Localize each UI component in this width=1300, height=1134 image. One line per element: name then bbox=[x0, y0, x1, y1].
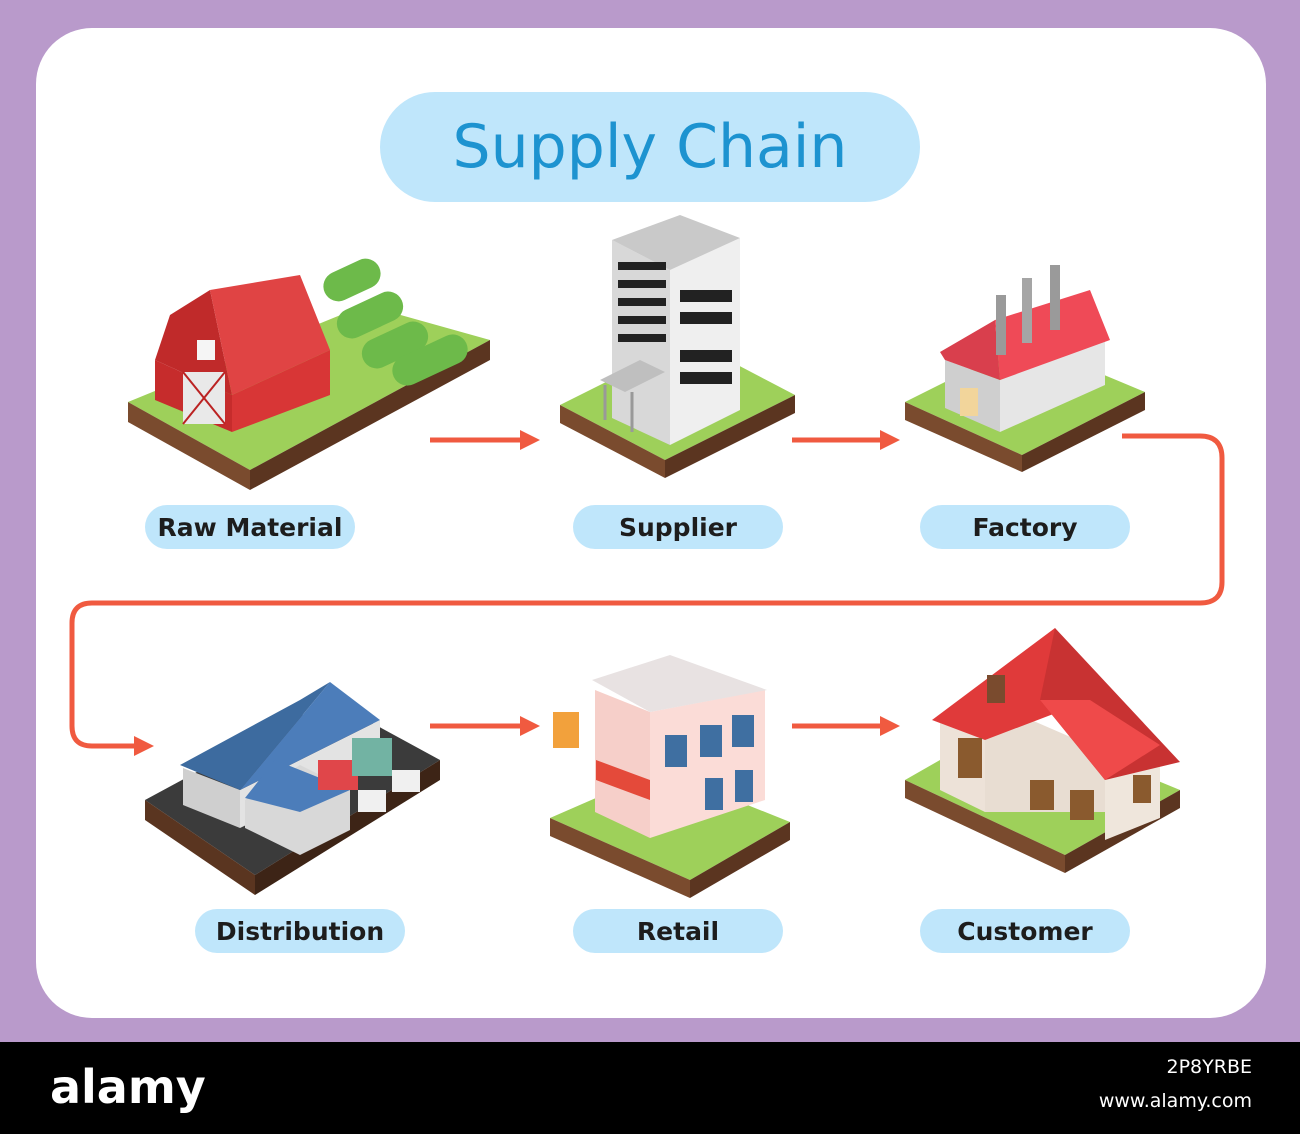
arrow-head-4 bbox=[520, 716, 540, 736]
stock-footer-bar: alamy 2P8YRBE www.alamy.com bbox=[0, 1042, 1300, 1134]
node-label-retail: Retail bbox=[573, 909, 783, 953]
arrow-head-5 bbox=[880, 716, 900, 736]
node-label-factory: Factory bbox=[920, 505, 1130, 549]
house-icon bbox=[905, 628, 1180, 873]
diagram-title: Supply Chain bbox=[380, 92, 920, 202]
warehouse-trucks-icon bbox=[145, 682, 440, 895]
factory-icon bbox=[905, 265, 1145, 472]
flow-arrows bbox=[69, 430, 1225, 756]
office-tower-icon bbox=[560, 215, 795, 478]
node-label-distribution: Distribution bbox=[195, 909, 405, 953]
node-label-raw-material: Raw Material bbox=[145, 505, 355, 549]
node-label-customer: Customer bbox=[920, 909, 1130, 953]
image-id: 2P8YRBE bbox=[1166, 1056, 1252, 1078]
arrow-head-2 bbox=[880, 430, 900, 450]
arrow-factory-to-distribution bbox=[69, 433, 1225, 749]
footer-url: www.alamy.com bbox=[1098, 1090, 1252, 1112]
node-label-supplier: Supplier bbox=[573, 505, 783, 549]
arrow-head-3 bbox=[134, 736, 154, 756]
arrow-head-1 bbox=[520, 430, 540, 450]
shop-building-icon bbox=[550, 655, 790, 898]
alamy-logo: alamy bbox=[50, 1060, 206, 1114]
barn-farm-icon bbox=[128, 258, 490, 490]
